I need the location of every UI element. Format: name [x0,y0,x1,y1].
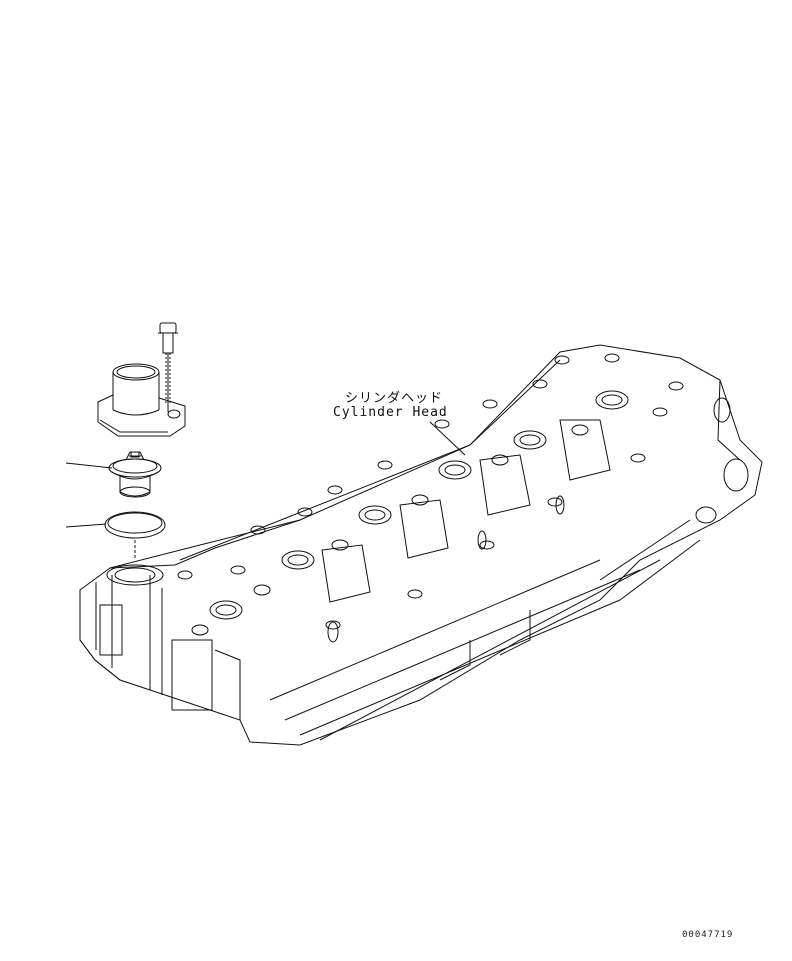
thermostat[interactable] [109,452,161,497]
mounting-bolt[interactable] [158,323,178,412]
part-label-japanese: シリンダヘッド [345,391,444,406]
head-bolt-row-top [178,354,683,629]
seal-ring[interactable] [105,512,165,538]
leader-line-seal [66,524,106,527]
leader-line-cylinder-head [430,422,465,455]
thermostat-housing[interactable] [98,364,185,436]
leader-line-thermostat [66,463,112,468]
valve-pockets [192,391,628,635]
cylinder-head[interactable] [80,345,762,745]
drawing-number: 00047719 [682,930,734,940]
part-label-english: Cylinder Head [333,405,448,420]
